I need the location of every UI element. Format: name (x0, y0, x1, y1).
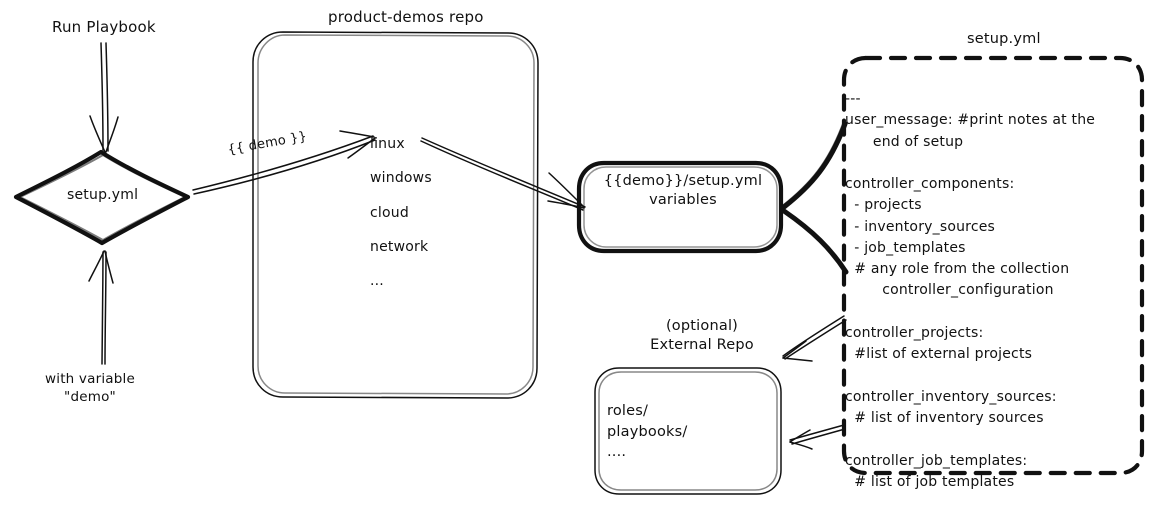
demo-setup-variables-label: {{demo}}/setup.yml variables (603, 173, 763, 209)
controller-job-templates-arrow (789, 424, 846, 450)
setup-yml-title: setup.yml (967, 31, 1041, 47)
setup-yml-diamond-label: setup.yml (67, 187, 139, 203)
run-playbook-label: Run Playbook (52, 18, 156, 36)
external-repo-items: roles/ playbooks/ .... (607, 403, 688, 461)
product-demos-repo-items: linux windows cloud network ... (370, 136, 432, 290)
demo-variable-arrow-label: {{ demo }} (226, 129, 309, 158)
setup-to-variables-connector (781, 121, 849, 275)
run-playbook-arrow (89, 42, 119, 153)
with-variable-label: with variable "demo" (45, 371, 135, 405)
controller-projects-arrow (782, 315, 847, 362)
product-demos-repo-title: product-demos repo (328, 8, 484, 26)
linux-to-variables-arrow (420, 137, 586, 211)
setup-yml-body: --- user_message: #print notes at the en… (845, 91, 1096, 490)
with-variable-arrow (88, 250, 114, 365)
external-repo-title: (optional) External Repo (650, 318, 754, 354)
